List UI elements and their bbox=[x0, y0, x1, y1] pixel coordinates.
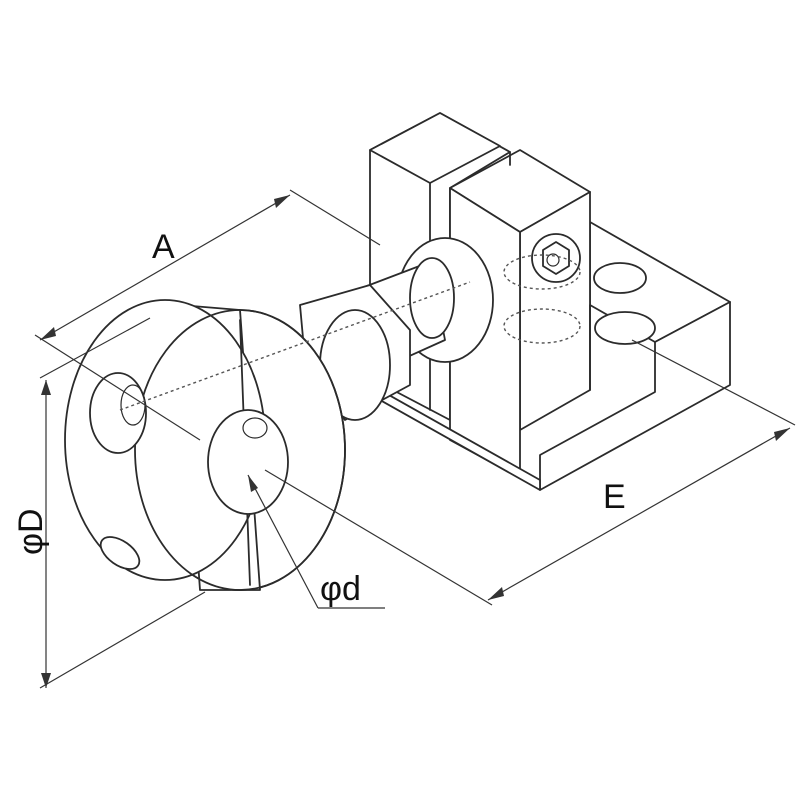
hex-socket-screw bbox=[531, 233, 581, 283]
dimension-phi-d-outer bbox=[39, 317, 206, 689]
hidden-hole-upper bbox=[503, 254, 581, 290]
hidden-hole-lower bbox=[503, 308, 581, 344]
dimension-e bbox=[264, 339, 796, 606]
collar-cross-hole bbox=[89, 372, 147, 454]
dimension-a bbox=[34, 189, 381, 441]
dimension-phi-d-inner-label: φd bbox=[320, 570, 361, 608]
mounting-hole-upper bbox=[593, 262, 647, 294]
center-line bbox=[119, 281, 471, 411]
dimension-e-label: E bbox=[603, 478, 626, 516]
shaft-collar bbox=[64, 299, 346, 591]
mounting-hole-lower bbox=[594, 311, 656, 345]
dimension-a-label: A bbox=[152, 228, 175, 266]
dimension-phi-d-outer-label: φD bbox=[12, 508, 50, 555]
collar-bore bbox=[207, 409, 289, 515]
dimension-phi-d-inner bbox=[247, 474, 385, 609]
